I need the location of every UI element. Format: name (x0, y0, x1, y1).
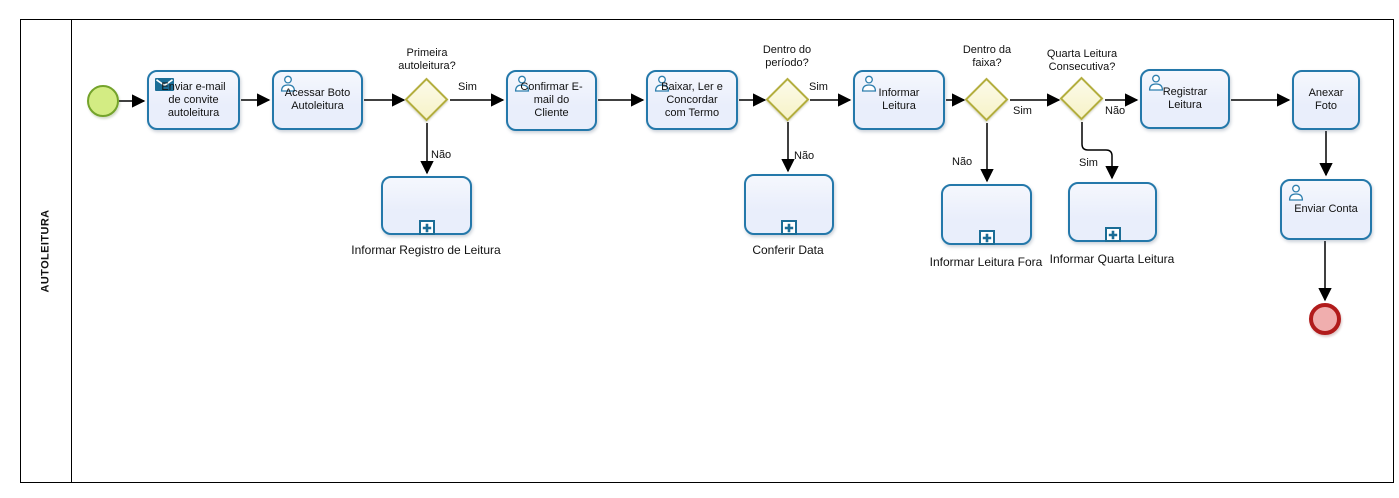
task-enviar-conta[interactable]: Enviar Conta (1280, 179, 1372, 240)
task-label: Anexar Foto (1308, 87, 1344, 112)
subprocess-informar-quarta-leitura[interactable] (1068, 182, 1157, 242)
task-label: Enviar e-mail de convite autoleitura (161, 80, 226, 119)
task-anexar-foto[interactable]: Anexar Foto (1292, 70, 1360, 130)
flow-label-nao: Não (1105, 105, 1126, 117)
user-icon (1147, 74, 1165, 95)
user-icon (279, 75, 297, 96)
task-registrar-leitura[interactable]: Registrar Leitura (1140, 69, 1230, 129)
subprocess-label: Informar Leitura Fora (929, 255, 1043, 269)
subprocess-plus-icon[interactable] (978, 230, 995, 245)
task-label: Enviar Conta (1294, 203, 1358, 215)
flow-label-nao: Não (952, 156, 973, 168)
gateway-question-label: Dentro do período? (762, 44, 812, 69)
user-icon (860, 75, 878, 96)
subprocess-plus-icon[interactable] (418, 220, 435, 235)
start-event[interactable] (87, 85, 119, 117)
gateway-question-label: Primeira autoleitura? (398, 47, 456, 72)
task-label: Registrar Leitura (1162, 86, 1208, 111)
flow-label-nao: Não (794, 150, 815, 162)
subprocess-label: Informar Registro de Leitura (351, 243, 501, 257)
subprocess-conferir-data[interactable] (744, 174, 834, 235)
subprocess-label: Informar Quarta Leitura (1049, 252, 1175, 266)
lane-header[interactable]: AUTOLEITURA (20, 19, 72, 483)
user-icon (653, 75, 671, 96)
mail-icon (155, 78, 174, 95)
subprocess-plus-icon[interactable] (781, 220, 797, 235)
task-label: Baixar, Ler e Concordar com Termo (661, 80, 723, 119)
flow-gateway4-sim-to-informar-quarta-leitura[interactable] (1081, 122, 1119, 180)
gateway-question-label: Quarta Leitura Consecutiva? (1046, 48, 1118, 73)
flow-label-sim: Sim (1079, 157, 1098, 169)
task-enviar-email-convite[interactable]: Enviar e-mail de convite autoleitura (147, 70, 240, 130)
user-icon (513, 75, 531, 96)
lane-label: AUTOLEITURA (40, 209, 52, 293)
task-label: Acessar Boto Autoleitura (284, 87, 351, 112)
task-acessar-boto[interactable]: Acessar Boto Autoleitura (272, 70, 363, 130)
subprocess-informar-registro[interactable] (381, 176, 472, 235)
task-label: Informar Leitura (878, 87, 920, 112)
gateway-question-label: Dentro da faixa? (962, 44, 1012, 69)
flow-label-sim: Sim (1013, 105, 1032, 117)
end-event[interactable] (1309, 303, 1341, 335)
task-informar-leitura[interactable]: Informar Leitura (853, 70, 945, 130)
subprocess-plus-icon[interactable] (1104, 227, 1121, 242)
subprocess-label: Conferir Data (752, 243, 824, 257)
task-label: Confirmar E-mail do Cliente (520, 81, 583, 119)
subprocess-informar-leitura-fora[interactable] (941, 184, 1032, 245)
user-icon (1287, 184, 1305, 205)
task-baixar-termo[interactable]: Baixar, Ler e Concordar com Termo (646, 70, 738, 130)
flow-label-nao: Não (431, 149, 452, 161)
flow-label-sim: Sim (809, 81, 828, 93)
task-confirmar-email[interactable]: Confirmar E-mail do Cliente (506, 70, 597, 131)
flow-label-sim: Sim (458, 81, 477, 93)
